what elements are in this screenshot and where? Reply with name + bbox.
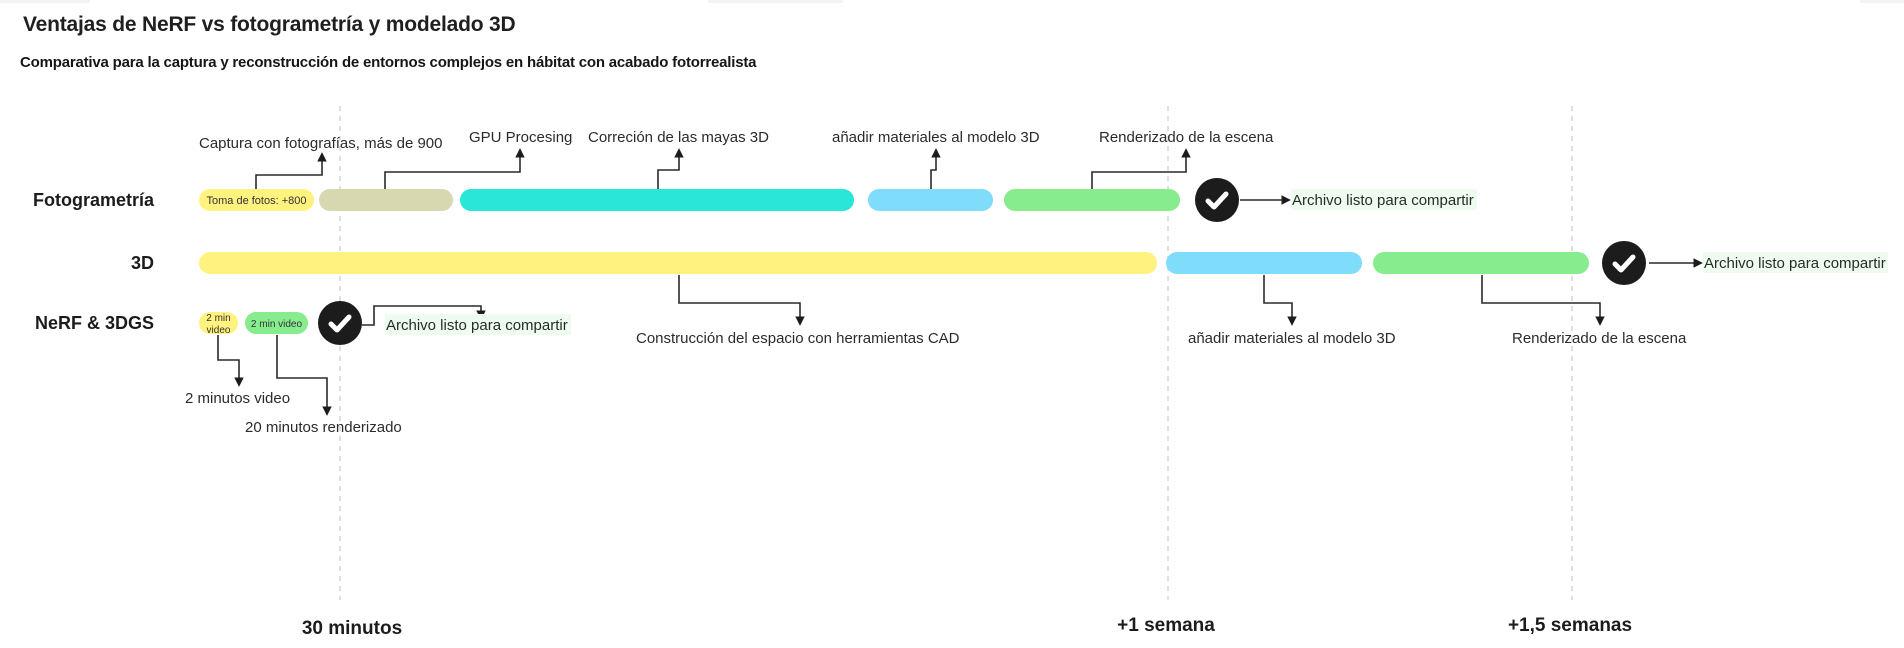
timeline-segment	[1373, 252, 1589, 274]
timeline-segment	[460, 189, 854, 211]
timeline-segment	[199, 252, 1157, 274]
timeline-segment	[199, 189, 314, 211]
segment-annotation: GPU Procesing	[469, 129, 572, 146]
check-mark-icon	[328, 314, 352, 333]
annotation-connector	[217, 335, 244, 387]
annotation-connector	[1481, 275, 1605, 326]
row-label: 3D	[131, 253, 154, 273]
segment-annotation: Construcción del espacio con herramienta…	[636, 330, 960, 347]
annotation-connector	[255, 152, 327, 192]
done-label: Archivo listo para compartir	[1292, 192, 1474, 209]
done-label-bg	[385, 314, 571, 335]
segment-annotation: 20 minutos renderizado	[245, 419, 402, 436]
annotation-connector	[384, 148, 525, 192]
check-icon	[1195, 178, 1239, 222]
row-label: NeRF & 3DGS	[35, 313, 154, 333]
segment-annotation: añadir materiales al modelo 3D	[832, 129, 1040, 146]
done-label-bg	[1703, 252, 1888, 273]
segment-annotation: Captura con fotografías, más de 900	[199, 135, 442, 152]
timeline-segment	[1166, 252, 1362, 274]
page-title: Ventajas de NeRF vs fotogrametría y mode…	[23, 13, 516, 36]
check-icon	[318, 301, 362, 345]
check-mark-icon	[1205, 191, 1229, 210]
timeline-segment	[1004, 189, 1180, 211]
segment-label: Toma de fotos: +800	[207, 195, 307, 207]
annotation-connector	[657, 148, 684, 192]
segment-annotation: 2 minutos video	[185, 390, 290, 407]
timeline-segment	[868, 189, 993, 211]
segment-label-line: 2 min	[206, 313, 230, 324]
segment-label-line: video	[207, 325, 231, 336]
segment-annotation: Renderizado de la escena	[1099, 129, 1274, 146]
annotation-connector	[1263, 275, 1297, 326]
done-arrow	[362, 305, 486, 326]
milestone-label: 30 minutos	[302, 618, 402, 639]
done-label: Archivo listo para compartir	[386, 317, 568, 334]
annotation-connector	[1091, 148, 1191, 192]
timeline-segment	[245, 312, 308, 334]
top-shade	[1860, 0, 1904, 3]
milestone-label: +1 semana	[1117, 615, 1215, 636]
done-label-bg	[1291, 189, 1477, 210]
annotation-connector	[276, 335, 332, 416]
timeline-segment	[199, 312, 238, 334]
check-icon	[1602, 241, 1646, 285]
check-mark-icon	[1612, 254, 1636, 273]
top-shade	[0, 0, 90, 3]
annotation-connector	[678, 275, 805, 326]
segment-annotation: añadir materiales al modelo 3D	[1188, 330, 1396, 347]
row-label: Fotogrametría	[33, 190, 155, 210]
segment-annotation: Renderizado de la escena	[1512, 330, 1687, 347]
annotation-connector	[930, 148, 941, 192]
page-subtitle: Comparativa para la captura y reconstruc…	[20, 54, 757, 71]
timeline-segment	[319, 189, 453, 211]
segment-annotation: Correción de las mayas 3D	[588, 129, 769, 146]
done-label: Archivo listo para compartir	[1704, 255, 1886, 272]
top-shade	[708, 0, 843, 3]
segment-label: 2 min video	[251, 319, 303, 330]
milestone-label: +1,5 semanas	[1508, 615, 1632, 636]
